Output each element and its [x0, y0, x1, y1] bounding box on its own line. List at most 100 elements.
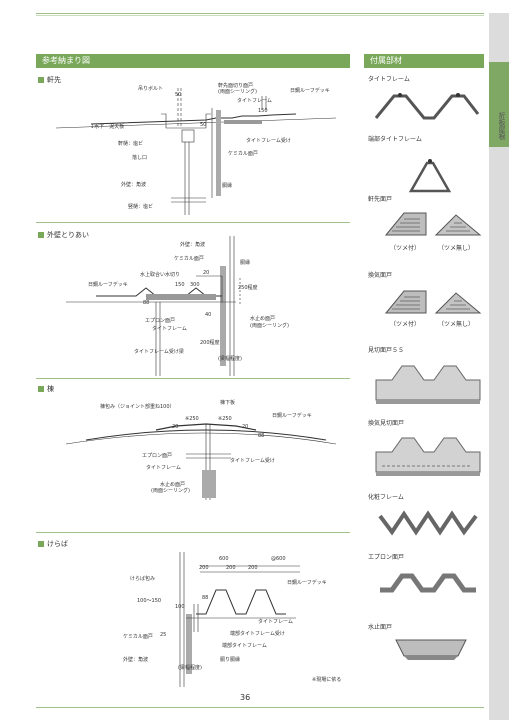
tanbu-taito-icon: [408, 159, 452, 193]
section-title-gaiheki: 外壁とりあい: [38, 231, 89, 240]
section-marker-icon: [38, 541, 44, 547]
part-label-kanki-mikiri: 換気見切面戸: [368, 420, 405, 427]
label-mizukami: 水上取合い水切り: [140, 272, 181, 278]
label-dim-20a: 20: [172, 424, 179, 430]
label-dim-50: 50: [175, 92, 182, 98]
part-label-taito-frame: タイトフレーム: [368, 76, 410, 83]
sidebar-tab-strip: [489, 13, 509, 720]
label-taito-uke: タイトフレーム受け: [230, 458, 275, 464]
label-dim-250a: ※250: [185, 416, 199, 422]
label-dim-200c: 200: [248, 565, 258, 571]
sidebar-active-tab[interactable]: [489, 62, 509, 147]
label-nokitoi: 軒樋：塩ビ: [118, 141, 144, 147]
section-marker-icon: [38, 77, 44, 83]
label-dim-vert: (梁幅程度): [218, 356, 242, 362]
label-roof-deck: 日鋼ルーフデッキ: [88, 282, 128, 288]
label-mizudome: 水止め面戸: [160, 482, 186, 488]
top-rule-light: [36, 15, 484, 16]
nokisaki-diagram: [55, 88, 337, 215]
label-taito-uke: タイトフレーム受け: [246, 138, 291, 144]
part-label-kanki-menndo: 換気面戸: [368, 272, 393, 279]
label-dim-250: 250程度: [238, 285, 258, 291]
label-dim-150: 150: [258, 108, 268, 114]
label-kouryo: 胴縁: [240, 260, 251, 266]
sidebar-label: 折板屋根: [498, 112, 506, 140]
label-otoshiguchi: 落し口: [132, 155, 148, 161]
part-label-mikiri-menndo: 見切面戸５５: [368, 347, 405, 354]
label-tatedoi: 竪樋：塩ビ: [128, 204, 154, 210]
section-divider: [36, 222, 350, 223]
label-kouryo: 胴縁: [222, 183, 233, 189]
label-dim-20: 20: [203, 270, 210, 276]
part-label-apron-menndo: エプロン面戸: [368, 554, 405, 561]
label-mizukiri: ↓水下 泥天板: [90, 124, 125, 130]
label-taito-uke: タイトフレーム受け梁: [134, 349, 184, 355]
label-dim-25: 25: [160, 632, 167, 638]
section-divider: [36, 378, 350, 379]
label-mizudome: 水止め面戸: [250, 316, 276, 322]
part-label-kesho-frame: 化粧フレーム: [368, 494, 404, 501]
part-note-tsume: （ツメ付）: [390, 321, 421, 328]
label-apron: エプロン面戸: [142, 453, 173, 459]
top-rule: [36, 13, 484, 14]
part-note-no-tsume: （ツメ無し）: [438, 245, 475, 252]
mizudome-menndo-icon: [395, 639, 467, 660]
label-mizudome-note: (両面シーリング): [250, 323, 289, 329]
label-dim-40: 40: [205, 312, 212, 318]
bottom-rule: [36, 707, 484, 708]
label-kerabazumi: けらば包み: [130, 576, 156, 582]
apron-menndo-icon: [380, 573, 476, 593]
label-dim-200: 200程度: [200, 340, 220, 346]
label-chemical-menndo: ケミカル面戸: [228, 151, 258, 157]
label-tanbu-uke: 端部タイトフレーム受け: [230, 631, 285, 637]
label-chemical: ケミカル面戸: [123, 634, 153, 640]
section-marker-icon: [38, 386, 44, 392]
label-apron: エプロン面戸: [145, 318, 176, 324]
label-nokisaki-menndo: 軒先面切り面戸: [218, 83, 254, 89]
part-note-tsume: （ツメ付）: [390, 245, 421, 252]
mune-diagram: [65, 423, 337, 500]
label-gaiheki: 外壁：角波: [121, 182, 147, 188]
label-chemical: ケミカル面戸: [174, 256, 204, 262]
kanki-menndo-tsume-icon: [384, 290, 427, 314]
section-title-keraba: けらば: [38, 540, 68, 549]
label-dim-200b: 200: [226, 565, 236, 571]
gaiheki-diagram: [66, 236, 241, 376]
label-dim-250b: ※250: [218, 416, 232, 422]
label-tsuri-bolt: 吊りボルト: [138, 86, 164, 92]
label-roof-deck: 日鋼ルーフデッキ: [272, 413, 312, 419]
label-dim-100-150: 100～150: [137, 598, 162, 604]
page-number: 36: [240, 693, 251, 702]
section-marker-icon: [38, 232, 44, 238]
kanki-mikiri-icon: [375, 437, 481, 476]
right-panel-header: 付属部材: [364, 54, 484, 68]
label-dim-50b: 50: [200, 122, 207, 128]
nokisaki-menndo-tsume-icon: [384, 212, 427, 236]
label-taito: タイトフレーム: [152, 326, 187, 332]
left-panel-header: 参考納まり図: [36, 54, 350, 68]
mikiri-menndo-icon: [375, 365, 481, 404]
kanki-menndo-plain-icon: [434, 292, 482, 314]
label-kouryo: 胴り胴縁: [220, 657, 241, 663]
label-taito: タイトフレーム: [258, 619, 293, 625]
label-dim-88: 88: [202, 595, 209, 601]
label-taito-frame: タイトフレーム: [237, 98, 272, 104]
label-dim-600b: @600: [271, 556, 286, 562]
part-label-nokisaki-menndo: 軒先面戸: [368, 196, 393, 203]
taito-frame-icon: [374, 93, 480, 120]
label-gaiheki-wall: 外壁：角波: [180, 242, 206, 248]
part-label-tanbu-taito: 端部タイトフレーム: [368, 136, 422, 143]
label-dim-600a: 600: [219, 556, 229, 562]
keraba-diagram: [179, 552, 300, 687]
label-menndo-note: (両面シーリング): [218, 89, 257, 95]
label-dim-200a: 200: [199, 565, 209, 571]
label-dim-100: 100: [175, 604, 185, 610]
label-roof-deck: 日鋼ルーフデッキ: [290, 88, 330, 94]
label-dim-88: 88: [143, 300, 150, 306]
part-label-mizudome: 水止面戸: [368, 624, 393, 631]
label-dim-300: 300: [190, 282, 200, 288]
label-dim-20b: 20: [242, 424, 249, 430]
section-divider: [36, 532, 350, 533]
footer-note: ※現場に依る: [312, 677, 342, 683]
section-title-mune: 棟: [38, 385, 54, 394]
